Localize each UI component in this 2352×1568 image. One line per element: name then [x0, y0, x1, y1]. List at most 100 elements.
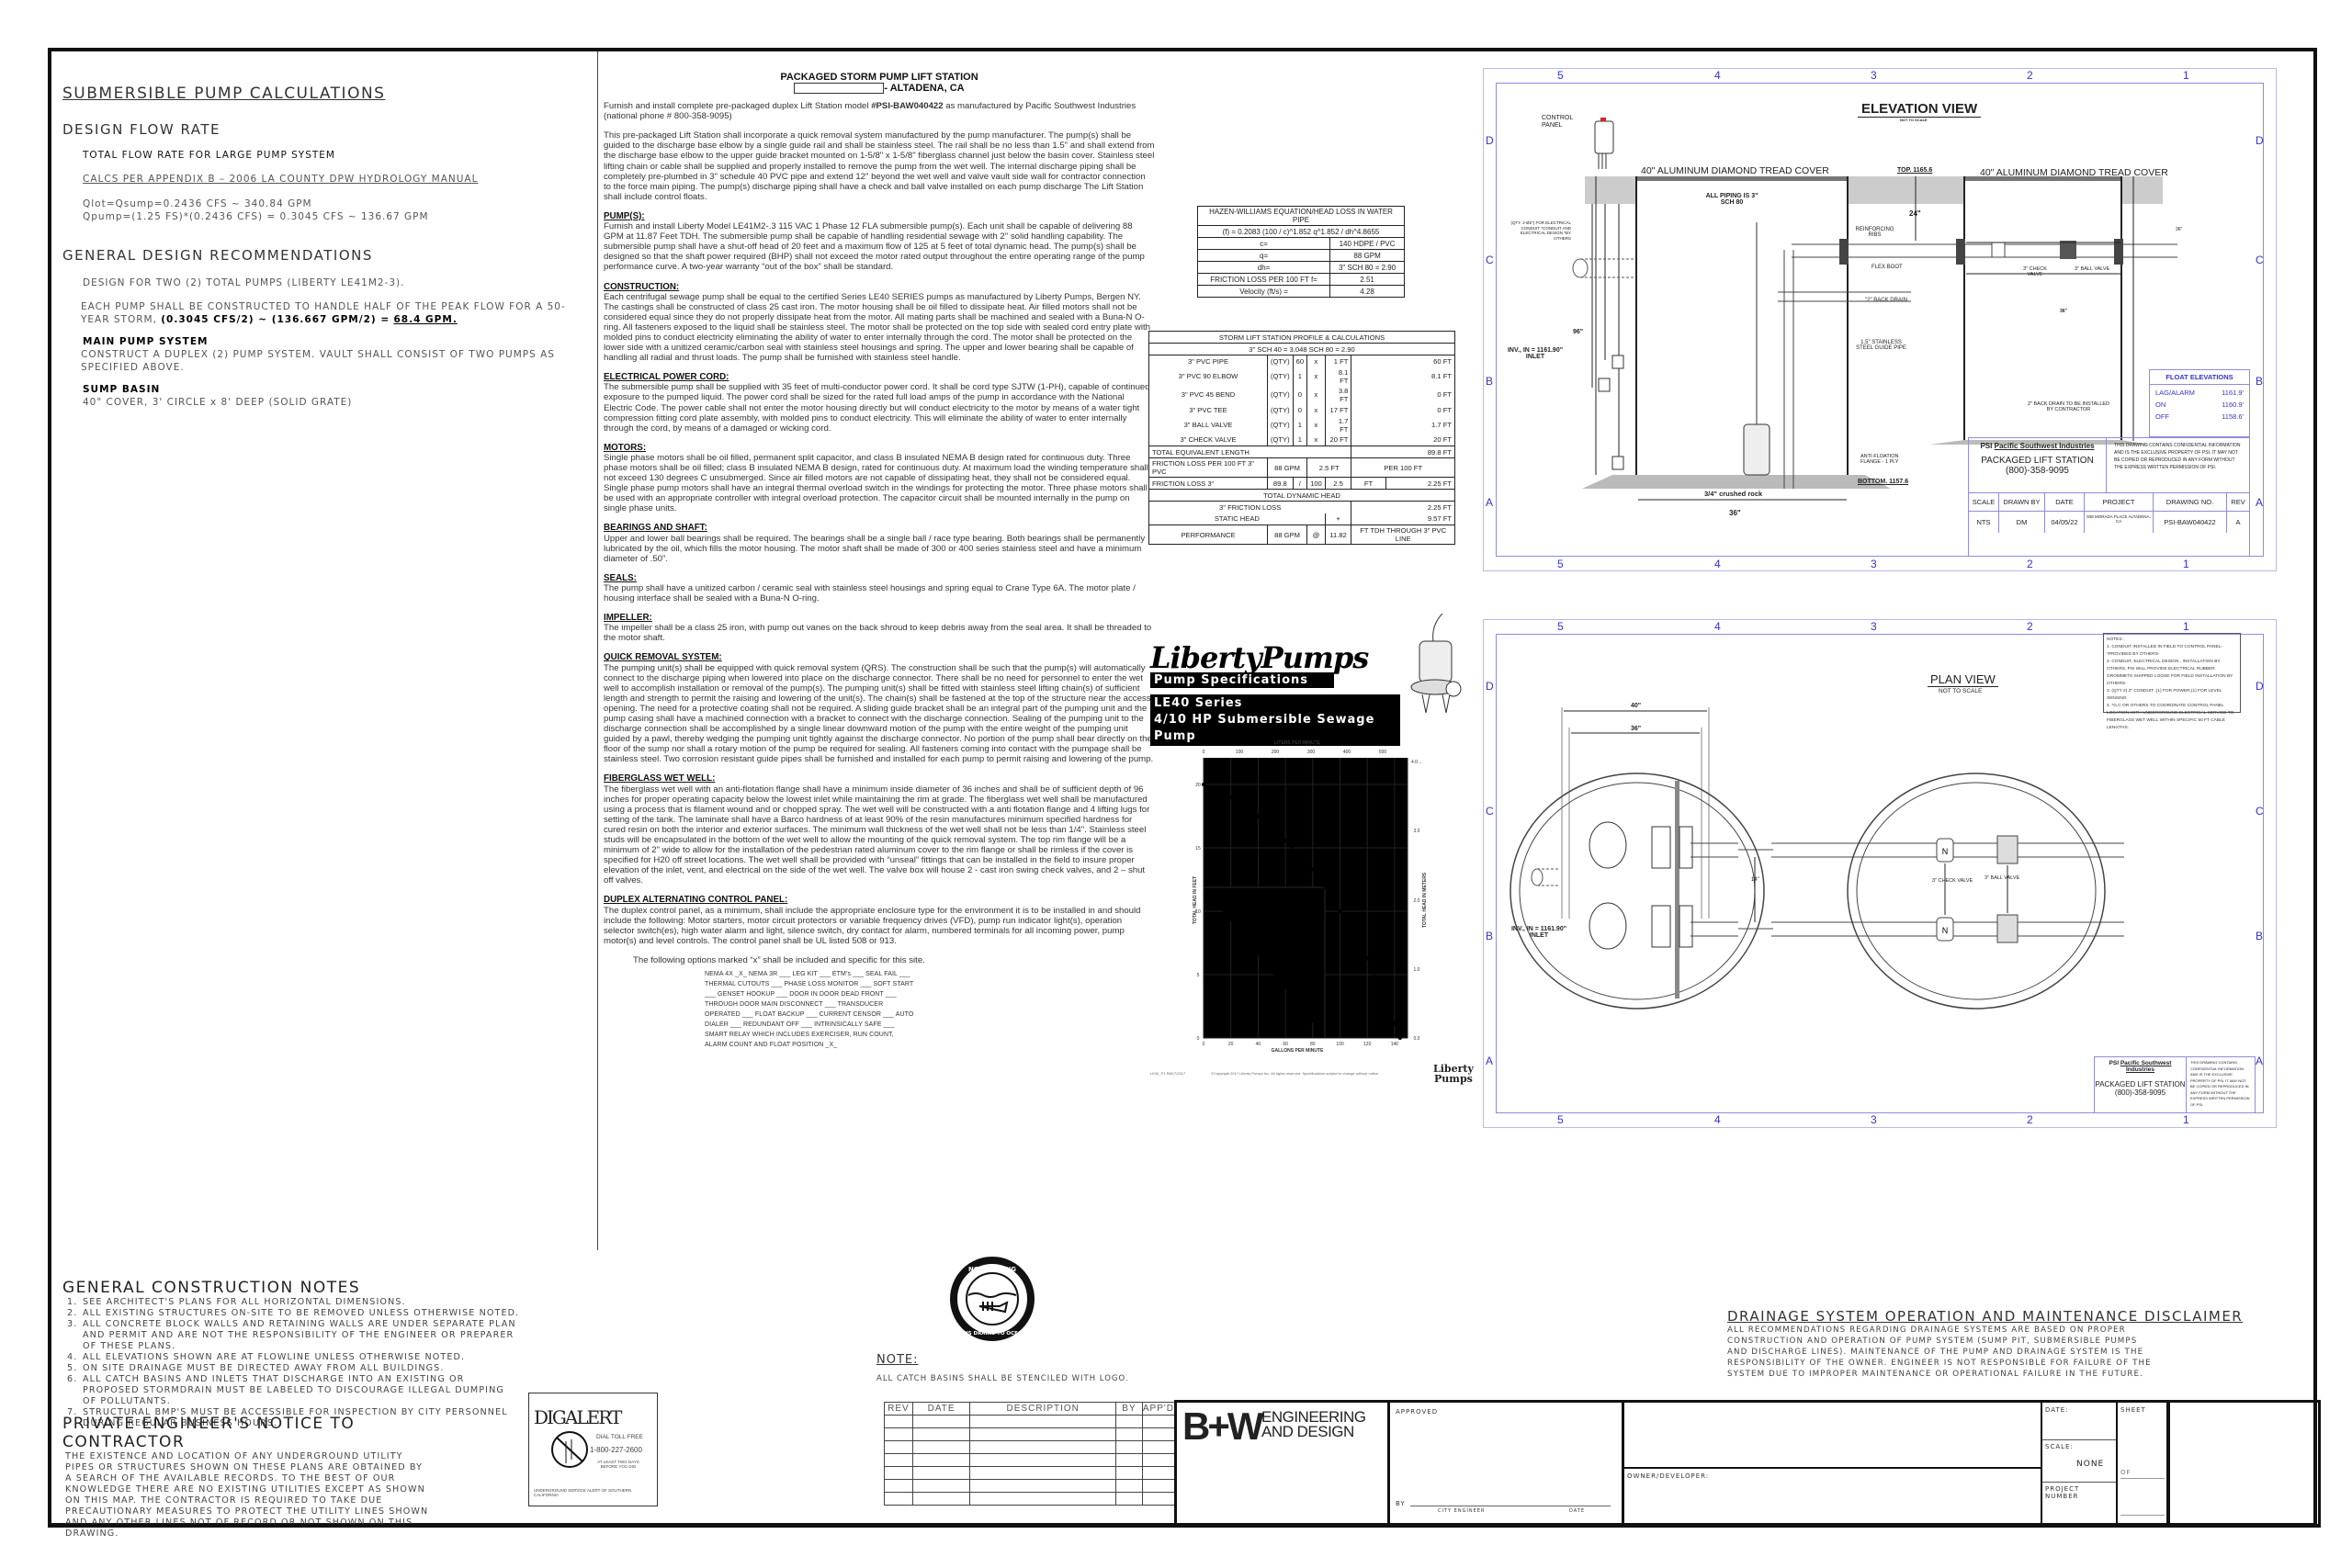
spec-construction: CONSTRUCTION:Each centrifugal sewage pum… [604, 281, 1150, 364]
equation-qlot: Qlot=Qsump=0.2436 CFS ~ 340.84 GPM [83, 198, 312, 209]
svg-text:120: 120 [1363, 1042, 1372, 1047]
conduit-note: (QTY. 2-Ø2") FOR ELECTRICAL CONDUIT *CON… [1510, 220, 1571, 241]
hazen-formula: (f) = 0.2083 (100 / c)^1.852 q^1.852 / d… [1197, 225, 1405, 238]
svg-text:NO DUMPING: NO DUMPING [968, 1266, 1016, 1273]
back-drain-label: "2" BACK DRAIN [1865, 298, 1907, 303]
svg-text:TOTAL HEAD IN METERS: TOTAL HEAD IN METERS [1422, 872, 1428, 928]
calcs-title: SUBMERSIBLE PUMP CALCULATIONS [62, 85, 386, 103]
plan-dim-14: 14" [1751, 877, 1759, 883]
pump-flow-result: 68.4 GPM. [393, 314, 458, 325]
svg-text:500: 500 [1379, 750, 1387, 755]
svg-text:10: 10 [1195, 909, 1201, 915]
dim-36-left: 36" [1729, 509, 1741, 517]
hazen-williams-table: HAZEN-WILLIAMS EQUATION/HEAD LOSS IN WAT… [1196, 206, 1405, 298]
recommendations-heading: GENERAL DESIGN RECOMMENDATIONS [62, 247, 373, 264]
plan-drawing: N N [1510, 707, 2124, 1010]
back-drain-note: 2" BACK DRAIN TO BE INSTALLED BY CONTRAC… [2027, 401, 2110, 412]
spec-title: PACKAGED STORM PUMP LIFT STATION [780, 72, 978, 83]
sump-basin-heading: SUMP BASIN [83, 384, 161, 395]
spec-impeller: IMPELLER:The impeller shall be a class 2… [604, 613, 1152, 644]
plan-view-frame [1483, 619, 2277, 1128]
model-number: #PSI-BAW040422 [871, 101, 944, 112]
spec-wet-well: FIBERGLASS WET WELL:The fiberglass wet w… [604, 773, 1150, 886]
chart-copyright: ©Copyright 2017 Liberty Pumps Inc. All r… [1211, 1071, 1380, 1076]
options-list: NEMA 4X _X_ NEMA 3R ___ LEG KIT ___ ETM’… [705, 971, 914, 1049]
control-panel-label: CONTROL PANEL [1542, 115, 1573, 129]
design-flow-reference: CALCS PER APPENDIX B – 2006 LA COUNTY DP… [83, 174, 479, 185]
list-item: 3.ALL CONCRETE BLOCK WALLS AND RETAINING… [67, 1319, 516, 1351]
general-notes: GENERAL CONSTRUCTION NOTES 1.SEE ARCHITE… [62, 1279, 522, 1429]
bottom-elevation: BOTTOM. 1157.6 [1858, 479, 1909, 485]
svg-text:3.0: 3.0 [1414, 829, 1420, 834]
bw-logo: B+W [1182, 1404, 1263, 1448]
dim-36-right: 36" [2060, 309, 2067, 314]
svg-text:100: 100 [1236, 750, 1244, 755]
spec-qrs: QUICK REMOVAL SYSTEM:The pumping unit(s)… [604, 652, 1154, 765]
spec-bearings: BEARINGS AND SHAFT:Upper and lower ball … [604, 523, 1146, 564]
redacted-address-box [794, 83, 885, 95]
svg-text:0.0: 0.0 [1414, 1036, 1420, 1042]
svg-text:400: 400 [1343, 750, 1351, 755]
elevation-view-inner-frame [1496, 83, 2264, 557]
scale-value: NONE [2076, 1460, 2105, 1469]
spec-intro: Furnish and install complete pre-package… [604, 101, 1136, 122]
spec-control-panel: DUPLEX ALTERNATING CONTROL PANEL:The dup… [604, 895, 1141, 946]
list-item: 6.ALL CATCH BASINS AND INLETS THAT DISCH… [67, 1374, 504, 1406]
svg-text:0: 0 [1203, 1042, 1205, 1047]
spec-pumps: PUMP(S):Furnish and install Liberty Mode… [604, 210, 1145, 273]
top-elevation: TOP. 1165.6 [1897, 167, 1933, 174]
svg-text:GALLONS PER MINUTE: GALLONS PER MINUTE [1272, 1048, 1324, 1054]
svg-text:THIS DRAINS TO OCEAN: THIS DRAINS TO OCEAN [958, 1331, 1026, 1337]
design-flow-rate-section: DESIGN FLOW RATE TOTAL FLOW RATE FOR LAR… [62, 121, 577, 409]
svg-text:20: 20 [1228, 1042, 1234, 1047]
inlet-invert-label: INV., IN = 1161.90"INLET [1507, 347, 1564, 360]
anti-flotation-label: ANTI-FLOATION FLANGE - 1 PLY [1860, 454, 1899, 465]
spec-motors: MOTORS:Single phase motors shall be oil … [604, 442, 1148, 514]
stencil-note-title: NOTE: [876, 1353, 919, 1367]
main-pump-text: CONSTRUCT A DUPLEX (2) PUMP SYSTEM. VAUL… [81, 349, 555, 373]
spec-section: PACKAGED STORM PUMP LIFT STATION - ALTAD… [604, 72, 1155, 1050]
svg-text:15: 15 [1195, 846, 1201, 852]
svg-text:N: N [1942, 847, 1949, 856]
svg-text:0: 0 [1197, 1036, 1200, 1042]
svg-text:300: 300 [1307, 750, 1316, 755]
svg-text:LITERS PER MINUTE: LITERS PER MINUTE [1274, 740, 1321, 746]
svg-text:5: 5 [1197, 973, 1200, 978]
svg-text:80: 80 [1310, 1042, 1316, 1047]
elevation-view-frame [1483, 68, 2277, 571]
dim-96: 96" [1573, 329, 1584, 335]
design-flow-heading: DESIGN FLOW RATE [62, 121, 220, 138]
engineer-notice: PRIVATE ENGINEER'S NOTICE TO CONTRACTOR … [62, 1415, 429, 1539]
elevation-title-block: PSI Pacific Southwest Industries PACKAGE… [1968, 437, 2250, 557]
main-pump-heading: MAIN PUMP SYSTEM [83, 336, 209, 347]
plan-notes-box: NOTES : 1. CONDUIT INSTALLED IN FIELD TO… [2103, 633, 2241, 730]
options-intro: The following options marked “x” shall b… [633, 954, 925, 965]
svg-text:40: 40 [1256, 1042, 1261, 1047]
list-item: 5.ON SITE DRAINAGE MUST BE DIRECTED AWAY… [67, 1363, 445, 1373]
column-divider [597, 51, 598, 1250]
recommendation-pump-count: DESIGN FOR TWO (2) TOTAL PUMPS (LIBERTY … [83, 277, 405, 288]
recommendation-peak-flow: EACH PUMP SHALL BE CONSTRUCTED TO HANDLE… [81, 301, 566, 325]
svg-text:140: 140 [1391, 1042, 1399, 1047]
spec-seals: SEALS:The pump shall have a unitized car… [604, 572, 1136, 604]
plan-view-title: PLAN VIEW [1928, 672, 1998, 687]
plan-title-block: PSI Pacific Southwest Industries PACKAGE… [2094, 1056, 2256, 1113]
approval-box: APPROVED BY CITY ENGINEER DATE [1390, 1400, 1624, 1527]
svg-text:TOTAL HEAD IN FEET: TOTAL HEAD IN FEET [1193, 876, 1198, 924]
digalert-phone: 1-800-227-2600 [590, 1446, 642, 1454]
svg-text:N: N [1942, 926, 1949, 935]
spec-location: - ALTADENA, CA [604, 83, 1155, 95]
